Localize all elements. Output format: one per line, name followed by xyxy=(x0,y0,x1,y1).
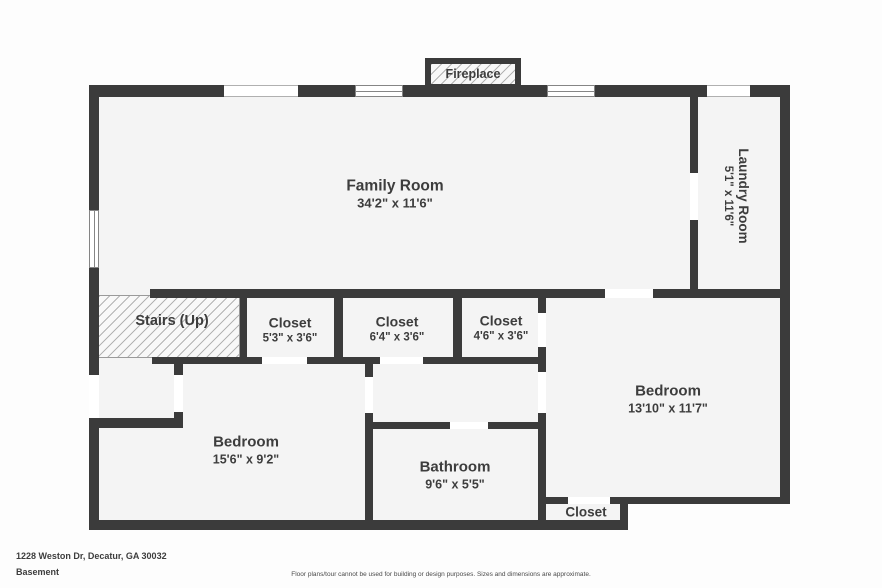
room-name: Bedroom xyxy=(635,382,701,400)
room-dims: 15'6" x 9'2" xyxy=(212,452,280,467)
window-top-right-of-fireplace xyxy=(547,85,595,97)
fireplace-hatch xyxy=(431,64,515,84)
footer-level: Basement xyxy=(16,567,60,577)
wall-bedroom-left-top xyxy=(89,418,183,428)
window-top-left-of-fireplace xyxy=(355,85,403,97)
room-label-bedroom-left: Bedroom 15'6" x 9'2" xyxy=(213,433,279,468)
room-label-bathroom: Bathroom 9'6" x 5'5" xyxy=(420,458,491,493)
door-opening-bathroom xyxy=(450,422,488,429)
room-dims: 5'3" x 3'6" xyxy=(262,332,318,345)
room-label-closet-1: Closet 5'3" x 3'6" xyxy=(263,314,318,347)
room-dims: 6'4" x 3'6" xyxy=(369,331,425,344)
room-dims: 13'10" x 11'7" xyxy=(628,401,708,416)
wall-closet1-closet2-divider xyxy=(334,289,343,364)
stairs-label-text: Stairs (Up) xyxy=(135,313,209,329)
footer-disclaimer: Floor plans/tour cannot be used for buil… xyxy=(291,571,591,578)
fireplace-label: Fireplace xyxy=(446,67,501,81)
door-opening-hall-to-bedroom-left xyxy=(365,377,373,413)
room-label-closet-3: Closet 4'6" x 3'6" xyxy=(474,312,529,345)
wall-family-room-bottom xyxy=(150,289,790,298)
door-opening-closet1 xyxy=(262,357,307,364)
window-family-room-left xyxy=(89,210,99,268)
wall-bedroom-right-bottom xyxy=(540,497,790,504)
room-dims: 5'1" x 11'6" xyxy=(722,165,734,227)
room-name: Closet xyxy=(565,504,607,520)
door-opening-exterior-left xyxy=(89,375,99,418)
wall-closet-bottom-right xyxy=(620,497,628,530)
room-label-closet-bottom: Closet xyxy=(565,505,606,520)
wall-closets-bottom xyxy=(152,357,546,364)
wall-bathroom-left xyxy=(365,363,373,530)
room-name: Bedroom xyxy=(213,433,279,451)
room-name: Closet xyxy=(479,312,523,329)
room-label-closet-2: Closet 6'4" x 3'6" xyxy=(370,313,425,346)
door-opening-bedroom-right-top xyxy=(605,289,653,298)
door-opening-closet-bottom xyxy=(568,497,610,504)
opening-laundry-top xyxy=(707,85,750,97)
footer-address: 1228 Weston Dr, Decatur, GA 30032 xyxy=(16,551,167,561)
wall-exterior-left xyxy=(89,85,99,530)
opening-top-left xyxy=(224,85,298,97)
wall-closet2-closet3-divider xyxy=(453,289,462,364)
room-label-bedroom-right: Bedroom 13'10" x 11'7" xyxy=(628,382,708,417)
room-name: Closet xyxy=(268,314,312,331)
room-label-laundry-room: Laundry Room 5'1" x 11'6" xyxy=(720,148,752,243)
room-name: Closet xyxy=(375,313,419,330)
room-label-family-room: Family Room 34'2" x 11'6" xyxy=(346,177,443,212)
stairs-label: Stairs (Up) xyxy=(135,313,208,329)
room-name: Laundry Room xyxy=(736,148,751,244)
room-name: Bathroom xyxy=(419,458,491,476)
door-opening-hall-to-bedroom-right xyxy=(538,372,546,413)
door-opening-laundry xyxy=(690,173,698,220)
stairs-hatch-area xyxy=(98,295,240,358)
door-opening-closet2 xyxy=(380,357,423,364)
room-dims: 34'2" x 11'6" xyxy=(357,195,433,211)
fireplace-label-text: Fireplace xyxy=(445,67,501,81)
wall-exterior-bottom xyxy=(89,520,628,530)
room-dims: 9'6" x 5'5" xyxy=(425,477,485,492)
door-opening-closet3 xyxy=(538,313,546,347)
room-dims: 4'6" x 3'6" xyxy=(473,330,529,343)
room-name: Family Room xyxy=(346,177,444,195)
wall-stairs-right xyxy=(240,289,247,364)
door-opening-alcove xyxy=(174,375,183,412)
